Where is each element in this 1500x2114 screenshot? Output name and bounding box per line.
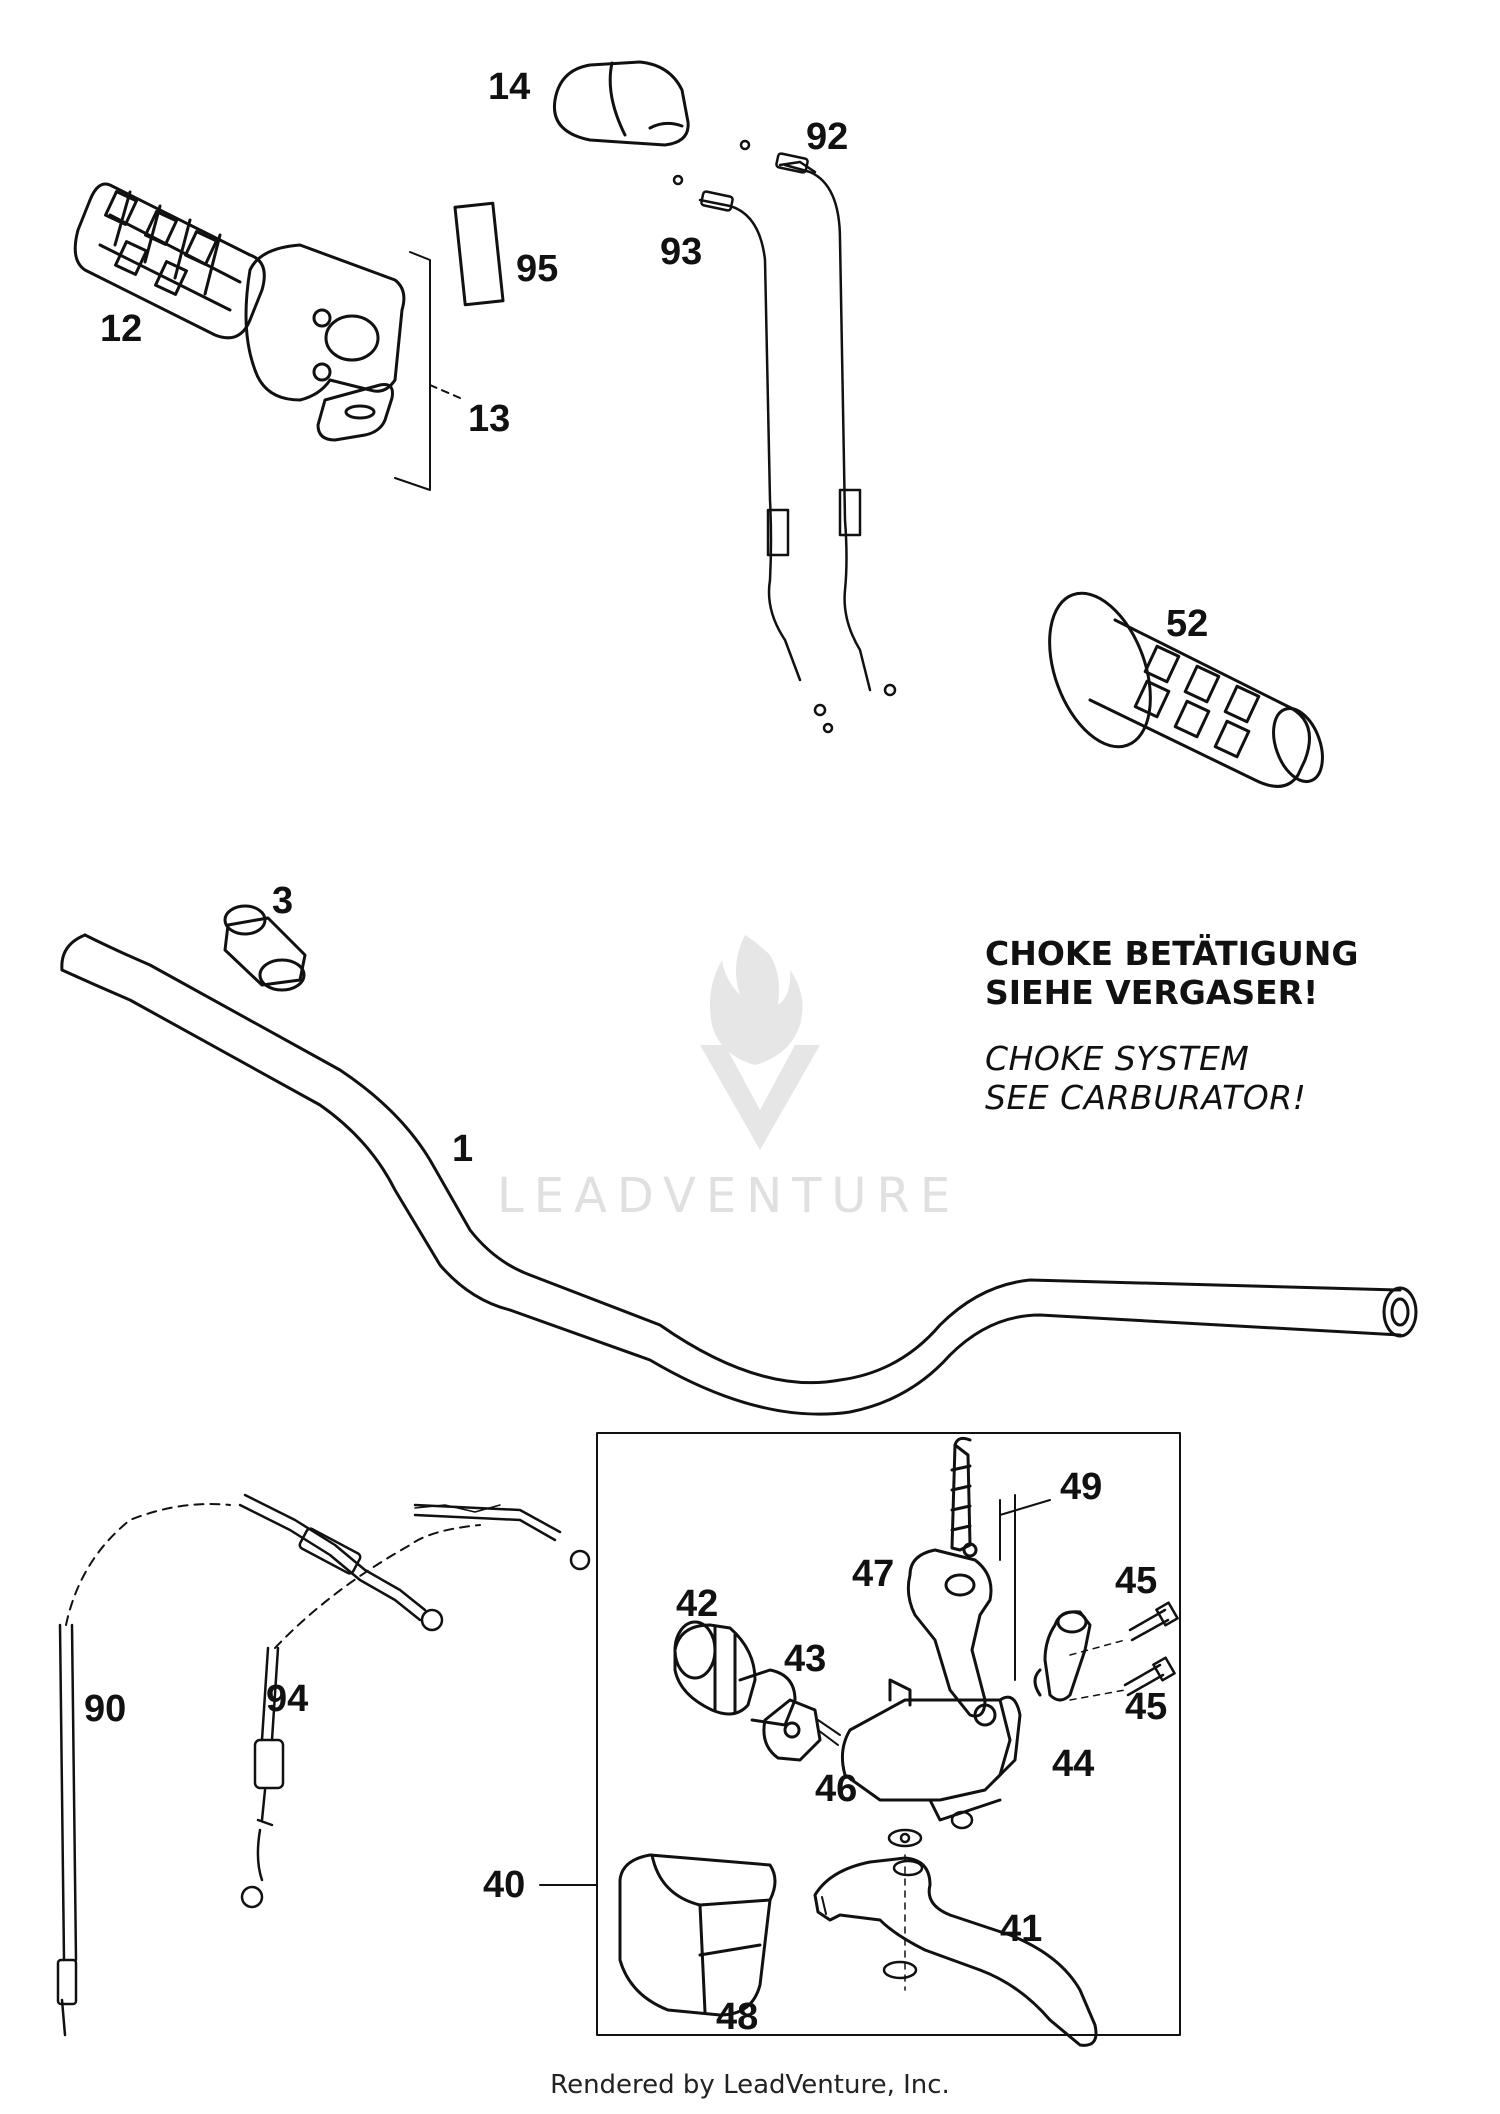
callout-46: 46 xyxy=(815,1768,858,1810)
choke-note-english: CHOKE SYSTEM SEE CARBURATOR! xyxy=(985,1039,1307,1118)
throttle-cables-part xyxy=(672,139,897,734)
choke-note-german: CHOKE BETÄTIGUNG SIEHE VERGASER! xyxy=(985,934,1359,1013)
long-cable-part xyxy=(56,1503,231,2037)
clamp-screws-part xyxy=(1069,1601,1179,1701)
callout-41: 41 xyxy=(1000,1908,1043,1950)
choke-note-english-line-1: CHOKE SYSTEM xyxy=(985,1039,1250,1078)
callout-49: 49 xyxy=(1060,1466,1103,1508)
watermark-logo-icon xyxy=(700,935,820,1150)
callout-40: 40 xyxy=(483,1864,526,1906)
brake-lever-part xyxy=(813,1856,1098,2047)
choke-note-english-line-2: SEE CARBURATOR! xyxy=(985,1077,1307,1117)
callout-42: 42 xyxy=(676,1583,719,1625)
callout-1: 1 xyxy=(452,1128,474,1170)
lever-cover-part xyxy=(618,1853,777,2017)
watermark-text: LEADVENTURE xyxy=(497,1168,961,1224)
callout-95: 95 xyxy=(516,248,559,290)
callout-13: 13 xyxy=(468,398,511,440)
callout-3: 3 xyxy=(272,880,294,922)
adjuster-knob-part xyxy=(762,1698,841,1762)
washers-part xyxy=(882,1810,974,1991)
choke-note-german-line-2: SIEHE VERGASER! xyxy=(985,972,1319,1012)
callout-12: 12 xyxy=(100,308,143,350)
callout-14: 14 xyxy=(488,66,531,108)
callout-94: 94 xyxy=(266,1678,309,1720)
reservoir-part xyxy=(673,1620,797,1727)
throttle-housing-part xyxy=(244,243,461,491)
bushing-part xyxy=(223,904,307,992)
brake-assembly-box xyxy=(539,1432,1181,2036)
callout-44: 44 xyxy=(1052,1743,1095,1785)
callout-45-bottom: 45 xyxy=(1125,1686,1168,1728)
left-grip-part xyxy=(1048,591,1324,788)
cover-part xyxy=(552,60,690,147)
callout-47: 47 xyxy=(852,1553,895,1595)
throttle-grip-part xyxy=(73,182,266,340)
adjuster-cable-part xyxy=(238,1493,591,1909)
leader-49 xyxy=(999,1499,1051,1516)
callout-45-top: 45 xyxy=(1115,1560,1158,1602)
clamp-part xyxy=(1033,1610,1092,1702)
handlebar-part xyxy=(60,933,1418,1416)
gasket-part xyxy=(453,201,505,307)
render-credit: Rendered by LeadVenture, Inc. xyxy=(550,2070,950,2100)
callout-48: 48 xyxy=(716,1996,759,2038)
upper-clamp-part xyxy=(906,1436,1016,1718)
master-cylinder-part xyxy=(840,1678,1022,1822)
callout-93: 93 xyxy=(660,231,703,273)
callout-43: 43 xyxy=(784,1638,827,1680)
choke-note-german-line-1: CHOKE BETÄTIGUNG xyxy=(985,934,1359,973)
callout-92: 92 xyxy=(806,116,849,158)
callout-90: 90 xyxy=(84,1688,127,1730)
callout-52: 52 xyxy=(1166,603,1209,645)
